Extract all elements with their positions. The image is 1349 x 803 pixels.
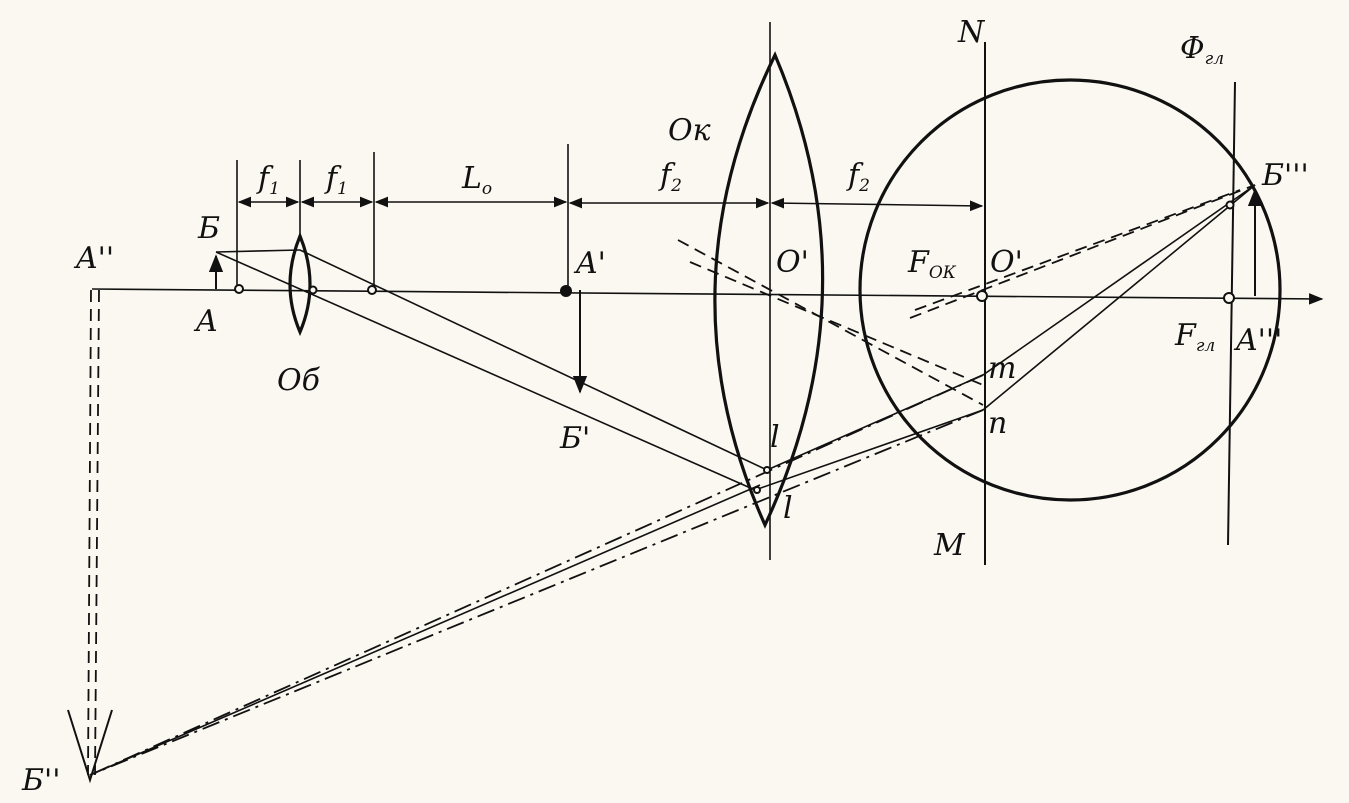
optical-axis <box>91 288 1324 305</box>
ray-l-to-n <box>754 409 984 491</box>
point-l-lower <box>753 486 761 494</box>
dimension-label-f2-left: f2 <box>658 158 682 196</box>
label-m-lower: m <box>988 351 1016 386</box>
label-phi-gl: Φгл <box>1180 31 1224 69</box>
label-a-double-prime: A'' <box>73 241 114 276</box>
dashed-ray-2 <box>689 261 984 386</box>
label-a-triple: A''' <box>1233 323 1282 358</box>
ray-m-to-retina <box>982 184 1256 376</box>
point-l-upper <box>763 466 771 474</box>
point-a-focus <box>234 284 244 294</box>
point-a-prime <box>560 285 572 297</box>
virtual-ray-2 <box>89 409 984 776</box>
label-o-prime-lens: O' <box>776 245 809 280</box>
label-b-prime: Б' <box>559 421 590 456</box>
label-l-upper: l <box>770 420 780 455</box>
label-f-ok: FОК <box>907 245 957 283</box>
virtual-image-dash-1 <box>87 289 92 776</box>
point-objective-focus <box>367 285 377 295</box>
label-n-lower: n <box>988 406 1007 441</box>
dimension-label-f2-right: f2 <box>846 158 870 196</box>
point-objective-center <box>308 285 318 295</box>
label-o-prime-eye: O' <box>990 245 1023 280</box>
label-f-gl: Fгл <box>1174 318 1215 356</box>
dashed-ray-4 <box>914 189 1241 311</box>
ray-b-through-center <box>215 251 756 491</box>
virtual-image-dash-2 <box>94 289 100 776</box>
point-f-ok <box>976 290 988 302</box>
dashed-ray-1 <box>677 239 984 406</box>
label-a: A <box>193 304 218 339</box>
label-n: N <box>957 15 986 50</box>
virtual-ray-3 <box>89 484 761 776</box>
label-b-triple: Б''' <box>1261 158 1309 193</box>
label-a-prime: A' <box>573 246 606 281</box>
eye-circle <box>858 78 1282 502</box>
dimension-label-f1-left: f1 <box>256 161 280 199</box>
virtual-ray-1 <box>89 374 984 776</box>
label-m-upper: M <box>933 528 966 563</box>
label-b-double-prime: Б'' <box>21 763 61 798</box>
ray-n-to-retina <box>982 184 1256 411</box>
objective-lens <box>288 231 312 337</box>
dimension-label-lo: Lo <box>461 161 492 199</box>
ray-b-through-focus <box>299 249 768 471</box>
eyepiece-lens <box>713 51 825 529</box>
dashed-ray-3 <box>909 184 1256 319</box>
label-ok: Ок <box>668 113 711 148</box>
label-ob: Об <box>277 363 321 398</box>
dimension-label-f1-right: f1 <box>324 161 348 199</box>
ray-b-parallel <box>215 249 301 253</box>
label-l-lower: l <box>783 491 793 526</box>
point-retina-top <box>1225 200 1235 210</box>
point-f-gl <box>1223 292 1235 304</box>
label-b-upper: Б <box>197 211 220 246</box>
virtual-image-arrowhead <box>67 709 113 784</box>
